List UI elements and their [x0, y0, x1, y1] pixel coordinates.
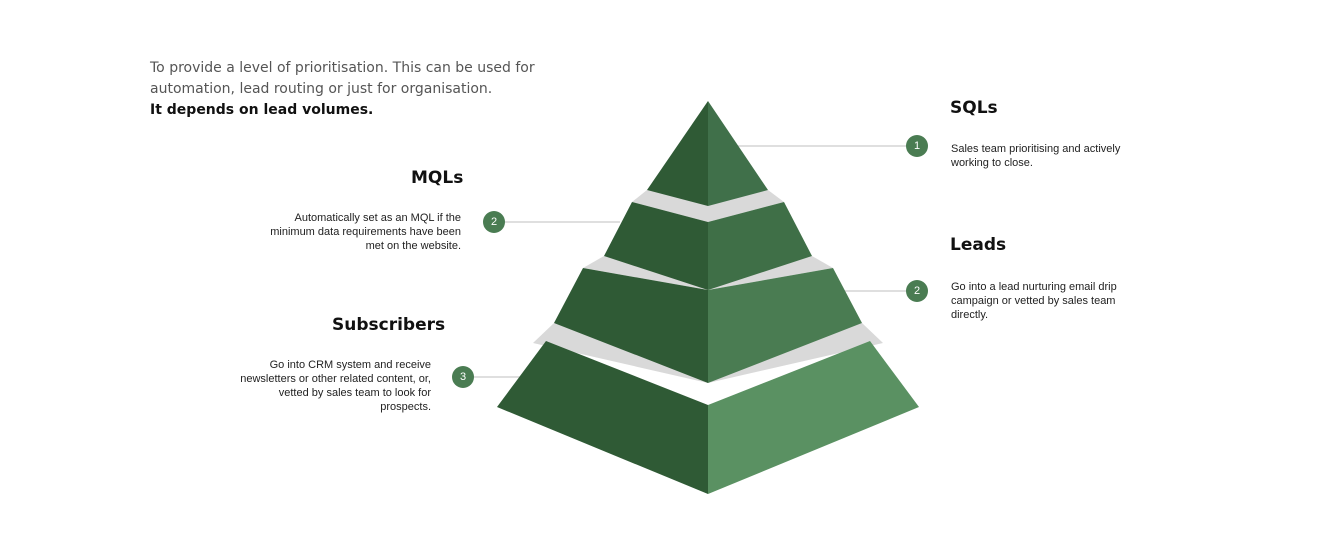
tier-4-right [708, 341, 919, 494]
intro-line-1: To provide a level of prioritisation. Th… [150, 60, 535, 76]
mqls-badge: 2 [483, 211, 505, 233]
leads-title: Leads [950, 235, 1007, 255]
subscribers-desc-line-2: newsletters or other related content, or… [240, 373, 431, 385]
tier-3-right [708, 268, 862, 383]
mqls-desc-line-1: Automatically set as an MQL if the [294, 212, 462, 224]
mqls-desc-line-2: minimum data requirements have been [270, 226, 461, 238]
intro-line-2: automation, lead routing or just for org… [150, 81, 493, 97]
sqls-desc-line-2: working to close. [951, 157, 1033, 169]
mqls-title: MQLs [411, 168, 464, 188]
subscribers-desc-line-1: Go into CRM system and receive [269, 359, 431, 371]
tier-2-right [708, 202, 812, 290]
tier-2-left [604, 202, 708, 290]
subscribers-desc-line-4: prospects. [380, 401, 431, 413]
intro-text: To provide a level of prioritisation. Th… [150, 58, 570, 121]
leads-desc-line-2: campaign or vetted by sales team [951, 295, 1116, 307]
subscribers-badge: 3 [452, 366, 474, 388]
tier-3-left [554, 268, 708, 383]
mqls-desc-line-3: met on the website. [365, 240, 461, 252]
tier-1-left [647, 101, 708, 206]
subscribers-desc-line-3: vetted by sales team to look for [278, 387, 431, 399]
sqls-title: SQLs [950, 98, 998, 118]
leads-badge: 2 [906, 280, 928, 302]
leads-desc-line-1: Go into a lead nurturing email drip [951, 281, 1117, 293]
subscribers-description: Go into CRM system and receive newslette… [200, 358, 431, 414]
sqls-badge: 1 [906, 135, 928, 157]
leads-description: Go into a lead nurturing email drip camp… [951, 280, 1161, 322]
intro-emphasis: It depends on lead volumes. [150, 102, 374, 118]
leads-desc-line-3: directly. [951, 309, 989, 321]
tier-4-left [497, 341, 708, 494]
subscribers-title: Subscribers [332, 315, 446, 335]
sqls-description: Sales team prioritising and actively wor… [951, 142, 1161, 170]
sqls-desc-line-1: Sales team prioritising and actively [951, 143, 1121, 155]
tier-1-right [708, 101, 768, 206]
mqls-description: Automatically set as an MQL if the minim… [230, 211, 461, 253]
